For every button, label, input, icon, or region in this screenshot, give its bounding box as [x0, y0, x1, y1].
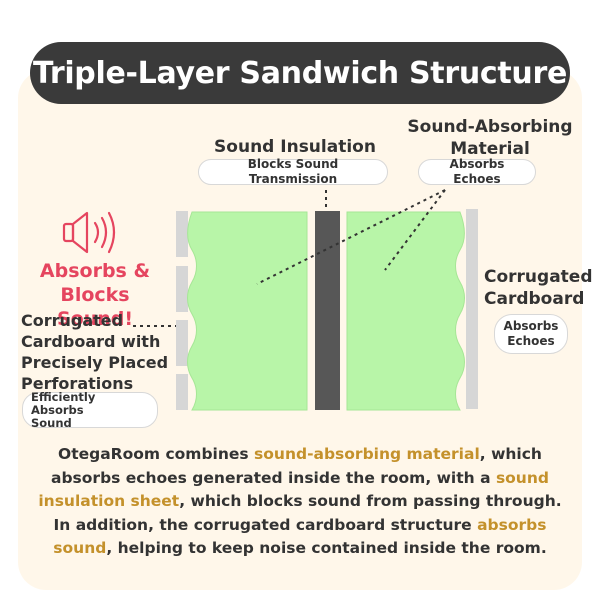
callout-line-absorbing-left — [256, 189, 446, 285]
left-cardboard-segment-2 — [176, 266, 188, 312]
highlight-absorbs-sound: absorbs sound — [53, 515, 547, 558]
absorbing-badge: Absorbs Echoes — [418, 157, 536, 186]
insulation-badge: Blocks Sound Transmission — [198, 157, 388, 186]
left-cardboard-segment-4 — [176, 374, 188, 410]
page-title: Triple-Layer Sandwich Structure — [30, 42, 570, 104]
speaker-sound-icon — [62, 211, 116, 254]
left-cardboard-segment-3 — [176, 320, 188, 366]
description: OtegaRoom combines sound-absorbing mater… — [38, 445, 562, 558]
callout-line-absorbing-right — [384, 189, 446, 271]
perforations-badge: Efficiently Absorbs Sound — [22, 390, 158, 429]
corrugated-right-badge: Absorbs Echoes — [494, 314, 568, 354]
perforations-heading: Corrugated Cardboard with Precisely Plac… — [21, 311, 169, 393]
highlight-sound-absorbing: sound-absorbing material — [254, 445, 480, 463]
left-absorbing-material — [187, 211, 308, 411]
absorbs-blocks-callout: Absorbs & Blocks Sound! — [39, 260, 151, 330]
right-absorbing-material — [346, 211, 465, 411]
left-cardboard-segment-1 — [176, 211, 188, 257]
right-cardboard — [466, 209, 478, 409]
absorbing-heading: Sound-Absorbing Material — [407, 117, 573, 159]
corrugated-right-heading: Corrugated Cardboard — [484, 267, 593, 309]
page-title-text: Triple-Layer Sandwich Structure — [32, 55, 568, 91]
insulation-sheet — [315, 211, 340, 410]
highlight-sound-insulation: sound insulation sheet — [38, 468, 549, 511]
